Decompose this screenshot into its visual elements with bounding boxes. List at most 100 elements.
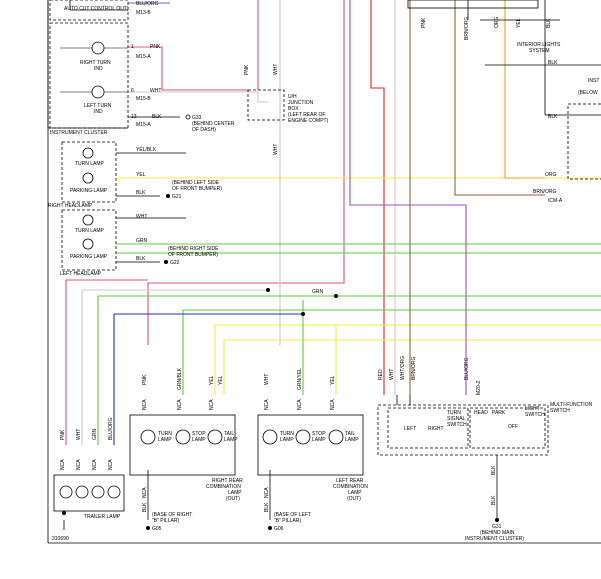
svg-text:LAMP: LAMP (348, 490, 362, 496)
svg-text:GRN: GRN (136, 238, 148, 244)
ground-g05-icon (146, 526, 150, 530)
svg-text:TURN: TURN (280, 431, 294, 437)
white-wire-left-turn (128, 91, 268, 103)
svg-text:"B" PILLAR): "B" PILLAR) (152, 518, 180, 524)
svg-text:6: 6 (131, 88, 134, 94)
svg-text:ORG: ORG (545, 172, 557, 178)
svg-text:NCA: NCA (177, 399, 183, 410)
svg-text:BLK: BLK (546, 18, 552, 28)
trailer-ground-icon (62, 511, 66, 515)
svg-text:GRN: GRN (92, 429, 98, 441)
white-wire-trailer (81, 289, 270, 445)
svg-text:M15-A: M15-A (136, 122, 151, 128)
svg-text:LAMP: LAMP (312, 437, 326, 443)
svg-text:LAMP: LAMP (345, 437, 359, 443)
yellow-wire-rear (214, 324, 601, 395)
svg-text:HEAD: HEAD (474, 410, 488, 416)
svg-text:WHT: WHT (150, 88, 161, 94)
trailer-bulb-icon-2 (75, 485, 89, 499)
junction-box: U/H JUNCTION BOX (LEFT REAR OF ENGINE CO… (244, 64, 329, 155)
svg-text:(BASE OF LEFT: (BASE OF LEFT (274, 512, 311, 518)
turn-lamp-bulb-icon (82, 147, 94, 159)
auto-cut-label: AUTO CUT CONTROL OUT) (64, 6, 129, 12)
svg-text:GRN/BLK: GRN/BLK (177, 367, 183, 390)
svg-text:STOP: STOP (192, 431, 206, 437)
black-wiring (47, 0, 601, 544)
svg-text:IND: IND (94, 109, 103, 115)
left-headlamp: TURN LAMP PARKING LAMP LEFT HEADLAMP WHT… (60, 209, 219, 277)
svg-text:WHT: WHT (136, 214, 147, 220)
svg-text:G22: G22 (170, 260, 180, 266)
svg-text:TAIL: TAIL (224, 431, 234, 437)
svg-text:SYSTEM: SYSTEM (529, 48, 550, 54)
svg-text:NCA: NCA (297, 399, 303, 410)
svg-text:BLK: BLK (142, 502, 148, 512)
svg-text:IND: IND (94, 66, 103, 72)
svg-text:BLU/ORG: BLU/ORG (108, 417, 114, 440)
svg-text:LIGHT: LIGHT (525, 406, 540, 412)
pink-wire-right-turn (128, 46, 248, 91)
blue-wire (113, 313, 303, 445)
svg-text:PNK: PNK (421, 17, 427, 28)
svg-text:(BASE OF RIGHT: (BASE OF RIGHT (152, 512, 192, 518)
orange-wire (504, 0, 545, 179)
trailer-bulb-icon-1 (59, 485, 73, 499)
svg-text:RIGHT: RIGHT (428, 426, 444, 432)
svg-text:BLK: BLK (491, 495, 497, 505)
svg-text:YEL: YEL (330, 375, 336, 385)
svg-text:WHT: WHT (264, 374, 270, 385)
svg-text:LEFT REAR: LEFT REAR (336, 478, 364, 484)
trailer-lamp: TRAILER LAMP PNK WHT GRN BLU/ORG NCA NCA… (53, 417, 125, 520)
svg-text:G06: G06 (274, 526, 284, 532)
svg-text:BRN/ORG: BRN/ORG (411, 357, 417, 380)
svg-text:(LEFT REAR OF: (LEFT REAR OF (288, 112, 325, 118)
svg-text:M20-Z: M20-Z (476, 381, 482, 395)
instrument-cluster-label: INSTRUMENT CLUSTER (50, 130, 108, 136)
svg-text:(BEHIND LEFT SIDE: (BEHIND LEFT SIDE (172, 180, 220, 186)
svg-text:"B" PILLAR): "B" PILLAR) (274, 518, 302, 524)
tail-lamp-bulb-icon-2 (328, 429, 344, 445)
svg-text:PNK: PNK (60, 429, 66, 440)
parking-lamp-bulb-icon-2 (82, 238, 94, 250)
diagram-id: 310690 (52, 536, 69, 542)
svg-text:PNK: PNK (150, 44, 161, 50)
wires (65, 0, 601, 445)
svg-text:WHT: WHT (76, 429, 82, 440)
turn-lamp-bulb-icon-2 (82, 214, 94, 226)
svg-text:BLK: BLK (136, 190, 146, 196)
svg-text:OF FRONT BUMPER): OF FRONT BUMPER) (172, 186, 222, 192)
svg-text:NCA: NCA (60, 459, 66, 470)
svg-text:BLK: BLK (548, 60, 558, 66)
right-headlamp: TURN LAMP PARKING LAMP RIGHT HEADLAMP YE… (48, 141, 222, 209)
svg-text:YEL: YEL (136, 172, 146, 178)
svg-text:BRN/ORG: BRN/ORG (533, 189, 556, 195)
svg-text:G33: G33 (192, 115, 202, 121)
pink-wire-trailer (65, 279, 148, 445)
turn-lamp-bulb-icon-4 (262, 429, 278, 445)
svg-text:PNK: PNK (244, 64, 250, 75)
svg-text:SIGNAL: SIGNAL (447, 416, 466, 422)
svg-text:COMBINATION: COMBINATION (206, 484, 241, 490)
svg-text:COMBINATION: COMBINATION (333, 484, 368, 490)
ground-g22-icon (164, 260, 168, 264)
trailer-bulb-icon-4 (107, 485, 121, 499)
svg-text:NCA: NCA (264, 487, 270, 498)
svg-text:NCA: NCA (330, 399, 336, 410)
svg-text:13: 13 (131, 114, 137, 120)
right-turn-indicator-icon (91, 41, 105, 55)
svg-text:STOP: STOP (312, 431, 326, 437)
turn-lamp-bulb-icon-3 (140, 429, 156, 445)
splice-2-icon (301, 312, 305, 316)
svg-text:(BELOW: (BELOW (578, 90, 598, 96)
right-rear-combination-lamp: TURN LAMP STOP LAMP TAIL LAMP RIGHT REAR… (129, 367, 243, 532)
svg-text:LAMP: LAMP (228, 490, 242, 496)
svg-text:INST: INST (588, 78, 599, 84)
violet-wire (349, 0, 467, 395)
svg-text:YEL/BLK: YEL/BLK (136, 147, 157, 153)
svg-text:LAMP: LAMP (224, 437, 238, 443)
stop-lamp-bulb-icon (175, 429, 191, 445)
svg-text:WHT: WHT (273, 64, 279, 75)
svg-text:BLK: BLK (264, 502, 270, 512)
svg-text:RIGHT TURN: RIGHT TURN (80, 60, 111, 66)
svg-text:WHT: WHT (389, 369, 395, 380)
